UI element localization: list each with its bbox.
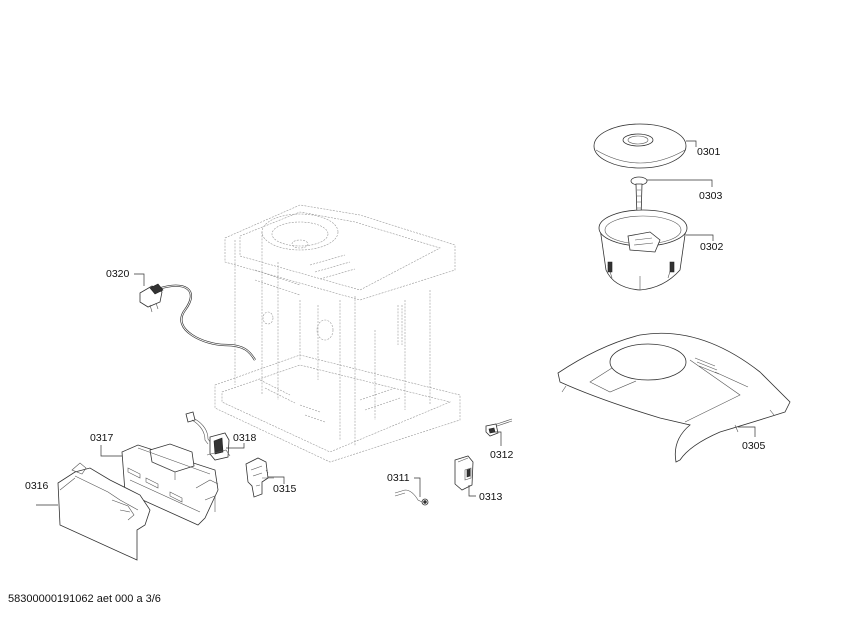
part-0320-power-cord[interactable] — [139, 283, 256, 361]
leader-0313 — [468, 485, 476, 497]
part-0302-container[interactable] — [598, 209, 688, 291]
label-0301[interactable]: 0301 — [697, 146, 721, 158]
leader-0320 — [134, 273, 145, 286]
label-0312[interactable]: 0312 — [490, 449, 514, 461]
part-0316-side-panel[interactable] — [57, 462, 151, 561]
part-0315-bracket[interactable] — [245, 457, 274, 498]
part-0311-sensor-cable[interactable] — [394, 489, 429, 506]
label-0316[interactable]: 0316 — [25, 480, 49, 492]
leader-0311 — [414, 477, 421, 497]
leader-0312 — [495, 431, 502, 446]
label-0305[interactable]: 0305 — [742, 440, 766, 452]
chassis-frame — [214, 204, 461, 463]
part-0313-switch[interactable] — [454, 455, 474, 491]
part-0305-top-cover[interactable] — [557, 332, 791, 463]
leader-0305 — [738, 426, 756, 437]
leader-0303 — [647, 179, 713, 187]
label-0302[interactable]: 0302 — [700, 241, 724, 253]
label-0311[interactable]: 0311 — [387, 472, 410, 484]
leader-0301 — [686, 140, 697, 147]
label-0318[interactable]: 0318 — [233, 432, 257, 444]
label-0317[interactable]: 0317 — [90, 432, 114, 444]
leader-0315 — [268, 476, 285, 484]
leader-0317 — [100, 445, 122, 457]
label-0313[interactable]: 0313 — [479, 491, 503, 503]
leader-0318 — [226, 443, 245, 449]
part-0317-holder[interactable] — [121, 443, 219, 526]
label-0303[interactable]: 0303 — [699, 190, 723, 202]
leader-0302 — [686, 234, 714, 241]
part-0312-connector[interactable] — [485, 418, 513, 437]
part-0318-sensor[interactable] — [185, 411, 231, 461]
label-0315[interactable]: 0315 — [273, 483, 297, 495]
document-footer: 58300000191062 aet 000 a 3/6 — [8, 593, 161, 605]
part-0301-lid[interactable] — [593, 123, 687, 169]
label-0320[interactable]: 0320 — [106, 268, 130, 280]
